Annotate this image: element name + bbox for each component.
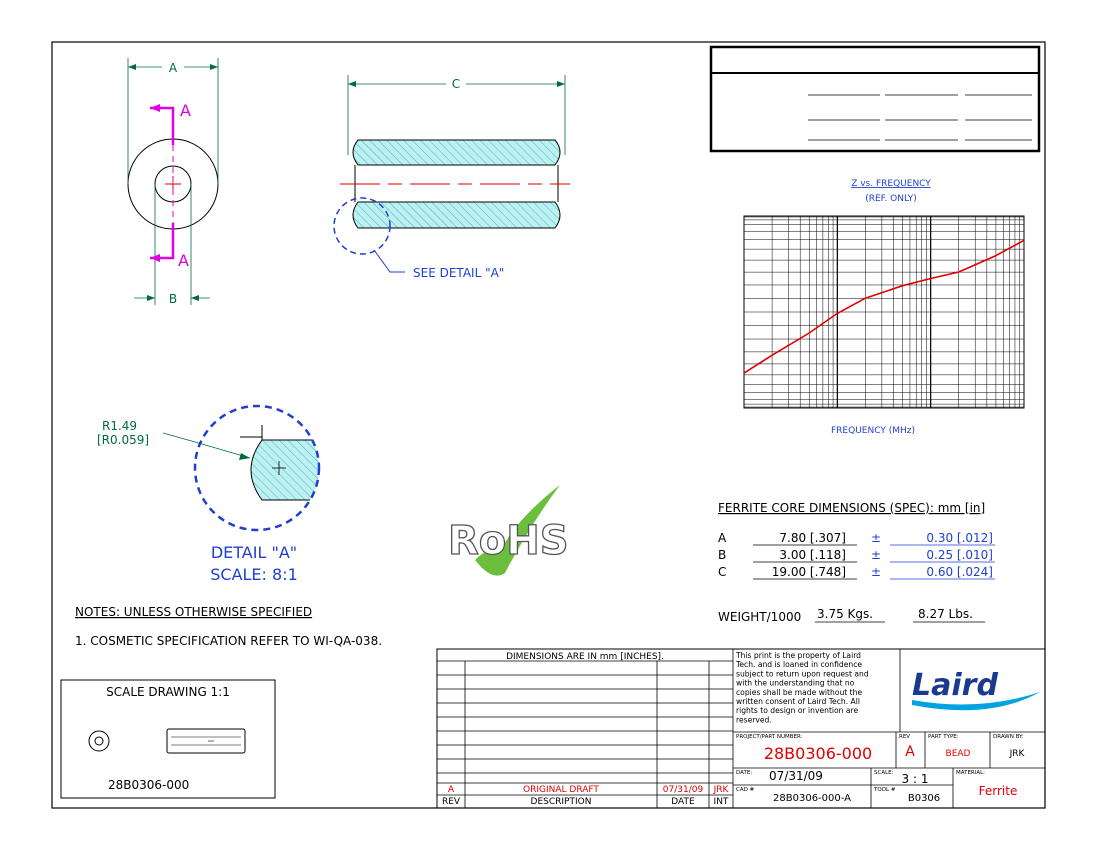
property-notice-line: rights to design or invention are [736,706,859,715]
side-view: C SEE DETAIL "A" [333,75,570,280]
dim-row-label: C [718,565,726,579]
section-a-bottom-label: A [178,251,189,270]
property-notice: This print is the property of LairdTech.… [735,651,869,724]
drawn-by: JRK [1009,749,1026,759]
cad-value: 28B0306-000-A [773,793,851,804]
dim-row-label: A [718,531,727,545]
col-description-header: DESCRIPTION [531,797,592,807]
scale-box-part: 28B0306-000 [108,778,189,792]
rev-a-description: ORIGINAL DRAFT [523,785,599,795]
rev-table-header: DIMENSIONS ARE IN mm [INCHES]. [506,652,664,662]
rev-label: REV [899,734,910,740]
material-value: Ferrite [979,784,1018,798]
rohs-text: RoHS [448,518,569,564]
dimension-rows: A 7.80 [.307] ±0.30 [.012] B 3.00 [.118] ±0.2… [718,531,995,580]
notes-heading: NOTES: UNLESS OTHERWISE SPECIFIED [75,605,312,619]
chart-series-line [743,239,1025,374]
weight-kg: 3.75 Kgs. [817,607,873,621]
dim-row-plusminus: ± [871,565,881,579]
scale-box-title: SCALE DRAWING 1:1 [106,685,230,699]
rev-a: A [448,785,455,795]
dim-row-tolerance: 0.30 [.012] [926,531,993,545]
drawn-by-label: DRAWN BY: [993,734,1024,740]
material-label: MATERIAL: [956,770,985,776]
tool-value: B0306 [908,793,940,804]
dim-row-tolerance: 0.25 [.010] [926,548,993,562]
end-view: A B A A [127,58,219,306]
dimensions-table: FERRITE CORE DIMENSIONS (SPEC): mm [in] … [718,501,995,624]
part-type-label: PART TYPE: [928,734,959,740]
rev-a-date: 07/31/09 [663,785,704,795]
note-1: 1. COSMETIC SPECIFICATION REFER TO WI-QA… [75,634,382,648]
chart-series [743,239,1025,374]
project-label: PROJECT/PART NUMBER: [736,734,803,740]
dim-row-tolerance: 0.60 [.024] [926,565,993,579]
date-label: DATE: [736,770,752,776]
title-block: DIMENSIONS ARE IN mm [INCHES]. A ORIGINA… [436,648,1046,809]
cad-label: CAD # [736,787,755,793]
scale-value: 3 : 1 [902,772,929,786]
laird-logo-text: Laird [912,668,998,703]
chart-xlabel: FREQUENCY (MHz) [831,426,915,436]
dim-row-plusminus: ± [871,531,881,545]
project-number: 28B0306-000 [764,744,872,763]
weight-label: WEIGHT/1000 [718,610,801,624]
rev-a-initials: JRK [713,785,730,795]
dim-row-label: B [718,548,726,562]
property-notice-line: with the understanding that no [736,679,855,688]
date-value: 07/31/09 [769,769,823,783]
weight-lb: 8.27 Lbs. [918,607,973,621]
dim-row-nominal: 19.00 [.748] [772,565,846,579]
dim-b-label: B [169,292,177,306]
dim-a-label: A [169,61,178,75]
see-detail-callout: SEE DETAIL "A" [413,266,504,280]
impedance-chart: Z vs. FREQUENCY (REF. ONLY) FREQUENCY (M… [743,179,1025,436]
col-rev-header: REV [442,797,461,807]
property-notice-line: subject to return upon request and [736,669,869,678]
property-notice-line: Tech. and is loaned in confidence [735,660,862,669]
tool-label: TOOL # [873,787,896,793]
detail-title: DETAIL "A" [211,543,297,562]
col-int-header: INT [714,797,729,807]
detail-radius-mm: R1.49 [102,419,137,433]
property-notice-line: This print is the property of Laird [735,651,861,660]
property-notice-line: written consent of Laird Tech. All [736,697,860,706]
dim-row-nominal: 3.00 [.118] [779,548,846,562]
chart-subtitle: (REF. ONLY) [865,194,917,204]
detail-a-view: R1.49 [R0.059] DETAIL "A" SCALE: 8:1 [97,404,321,584]
dimensions-title: FERRITE CORE DIMENSIONS (SPEC): mm [in] [718,501,985,515]
notes: NOTES: UNLESS OTHERWISE SPECIFIED 1. COS… [75,605,382,648]
part-type: BEAD [946,749,971,759]
section-a-top-label: A [180,101,191,120]
rohs-mark: RoHS [447,485,569,576]
scale-drawing-box: SCALE DRAWING 1:1 28B0306-000 [60,679,276,799]
detail-scale: SCALE: 8:1 [210,565,298,584]
chart-title: Z vs. FREQUENCY [851,179,931,189]
col-date-header: DATE [671,797,695,807]
property-notice-line: reserved. [736,715,772,724]
scale-label: SCALE: [874,770,894,776]
dim-c-label: C [452,77,460,91]
detail-radius-in: [R0.059] [97,433,149,447]
rev-value: A [905,744,915,760]
revision-box [709,45,1041,153]
chart-grid [743,216,1025,408]
dim-row-nominal: 7.80 [.307] [779,531,846,545]
property-notice-line: copies shall be made without the [736,688,862,697]
dim-row-plusminus: ± [871,548,881,562]
laird-logo: Laird [912,668,1040,711]
